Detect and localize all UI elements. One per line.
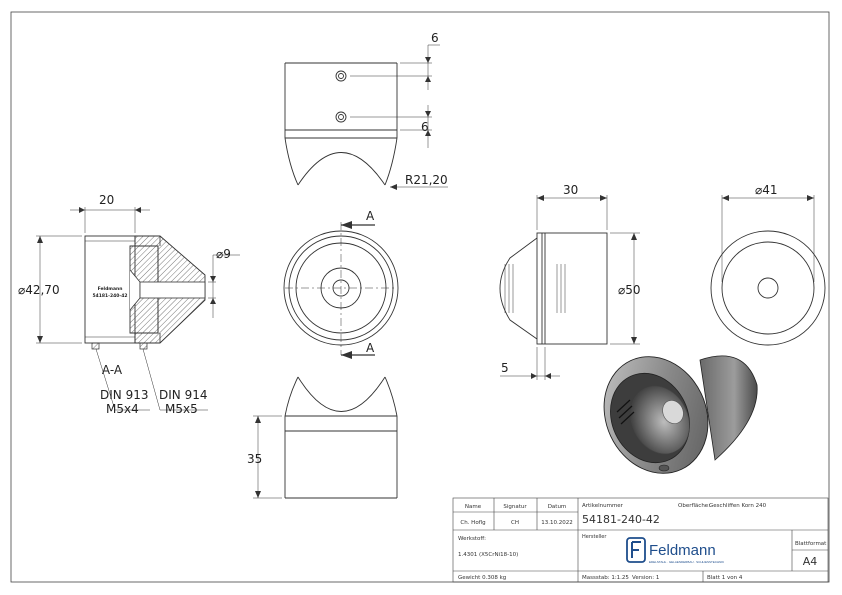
dim-bottom-height: 35	[247, 452, 262, 466]
top-view	[284, 44, 448, 190]
tb-manufacturer-label: Hersteller	[582, 534, 607, 540]
section-label: A-A	[102, 363, 123, 377]
dim-end-diameter: ⌀41	[755, 183, 778, 197]
tb-surface-label: Oberfläche:	[678, 503, 710, 509]
callout-m5x5: M5x5	[165, 402, 198, 416]
feldmann-logo-icon	[626, 537, 646, 563]
tb-material-label: Werkstoff:	[458, 536, 486, 542]
tb-scale: Massstab: 1:1.25	[582, 575, 629, 581]
tb-col-name: Name	[465, 504, 482, 510]
tb-col-signatur: Signatur	[503, 504, 527, 510]
tb-sheet: Blatt 1 von 4	[707, 575, 743, 581]
front-view	[283, 221, 399, 359]
cut-label-top: A	[366, 209, 375, 223]
callout-m5x4: M5x4	[106, 402, 139, 416]
tb-weight: Gewicht 0.308 kg	[458, 575, 506, 581]
part-label-number: 54181-240-42	[92, 293, 127, 299]
screw-hole-upper	[335, 70, 347, 82]
tb-article-label: Artikelnummer	[582, 503, 624, 509]
tb-version: Version: 1	[632, 575, 659, 581]
end-view	[710, 195, 826, 346]
dim-hole-diameter: ⌀9	[216, 247, 231, 261]
grub-screw-913	[91, 342, 100, 350]
section-view	[36, 207, 240, 411]
isometric-render	[603, 355, 758, 474]
cut-label-bottom: A	[366, 341, 375, 355]
sheet-border	[10, 11, 830, 583]
side-view	[499, 195, 640, 380]
tb-article-number: 54181-240-42	[582, 513, 660, 526]
tb-material-value: 1.4301 (X5CrNi18-10)	[458, 552, 518, 558]
tb-row-name: Ch. Hoflg	[460, 520, 485, 526]
tb-surface-value: Geschliffen Korn 240	[709, 503, 767, 509]
dim-hole-top: 6	[431, 31, 439, 45]
part-label-brand: Feldmann	[98, 286, 123, 292]
bottom-view	[253, 376, 398, 499]
dim-side-diameter: ⌀50	[618, 283, 641, 297]
title-block	[452, 497, 829, 583]
callout-din914: DIN 914	[159, 388, 207, 402]
tb-col-datum: Datum	[548, 504, 567, 510]
dim-saddle-radius: R21,20	[405, 173, 448, 187]
tb-row-signatur: CH	[511, 520, 519, 526]
dim-side-length: 30	[563, 183, 578, 197]
dim-cone-offset: 5	[501, 361, 509, 375]
callout-din913: DIN 913	[100, 388, 148, 402]
dim-section-diameter: ⌀42,70	[18, 283, 60, 297]
tb-format-value: A4	[803, 555, 818, 568]
tb-brand: Feldmann	[649, 542, 716, 559]
screw-hole-lower	[335, 111, 347, 123]
tb-format-label: Blattformat	[795, 541, 827, 547]
dim-hole-bottom: 6	[421, 120, 429, 134]
grub-screw-914	[139, 342, 148, 350]
tb-brand-tagline: EDELSTAHL · GELAENDERBAU · SCHLIESSTECHN…	[649, 560, 724, 564]
tb-row-datum: 13.10.2022	[541, 520, 573, 526]
dim-section-length: 20	[99, 193, 114, 207]
